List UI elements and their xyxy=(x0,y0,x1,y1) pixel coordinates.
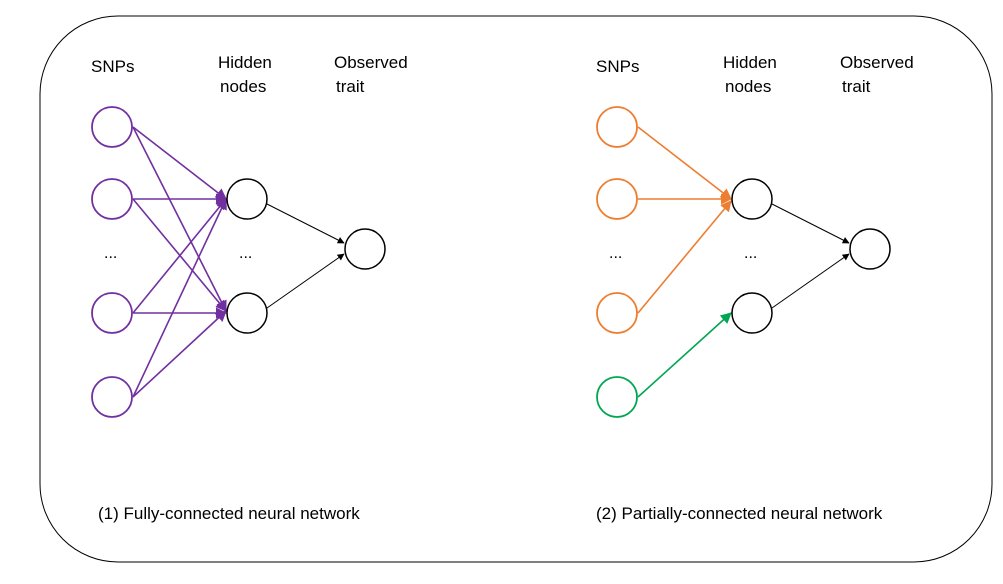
input-ellipsis: ... xyxy=(609,245,622,262)
hidden-label-line2: nodes xyxy=(220,77,266,96)
output-label-line1: Observed xyxy=(840,53,914,72)
output-label-line1: Observed xyxy=(334,53,408,72)
input-node xyxy=(91,292,133,334)
output-label-line2: trait xyxy=(842,77,871,96)
edge xyxy=(771,203,850,244)
snps-label: SNPs xyxy=(91,57,134,76)
edge xyxy=(132,126,227,200)
hidden-output-edges xyxy=(266,203,345,309)
panel-fully-connected: SNPs Hidden nodes Observed trait . xyxy=(91,53,408,523)
hidden-nodes xyxy=(731,178,773,334)
input-hidden-edges xyxy=(637,126,733,398)
input-nodes xyxy=(596,106,638,418)
edge xyxy=(132,126,227,312)
input-hidden-edges xyxy=(132,126,228,398)
edge xyxy=(132,198,227,314)
hidden-output-edges xyxy=(771,203,850,309)
panel-caption: (2) Partially-connected neural network xyxy=(596,504,883,523)
hidden-ellipsis: ... xyxy=(744,245,757,262)
hidden-ellipsis: ... xyxy=(239,245,252,262)
output-label-line2: trait xyxy=(336,77,365,96)
input-node xyxy=(596,178,638,220)
input-node xyxy=(91,376,133,418)
input-nodes xyxy=(91,106,133,418)
hidden-label-line1: Hidden xyxy=(723,53,777,72)
hidden-node xyxy=(226,178,268,220)
outer-frame xyxy=(39,15,993,563)
input-node xyxy=(91,106,133,148)
edge xyxy=(637,312,732,398)
input-node xyxy=(596,106,638,148)
hidden-label-line2: nodes xyxy=(725,77,771,96)
edge xyxy=(637,126,732,200)
input-ellipsis: ... xyxy=(104,245,117,262)
edge xyxy=(771,253,850,309)
edge xyxy=(637,200,732,314)
panel-partially-connected: SNPs Hidden nodes Observed trait ... xyxy=(596,53,914,523)
input-node xyxy=(91,178,133,220)
edge xyxy=(266,253,345,309)
edge xyxy=(132,197,227,398)
edge xyxy=(266,203,345,244)
input-node xyxy=(596,292,638,334)
edge xyxy=(132,310,227,398)
panel-caption: (1) Fully-connected neural network xyxy=(98,504,360,523)
output-node xyxy=(344,228,386,270)
hidden-nodes xyxy=(226,178,268,334)
hidden-label-line1: Hidden xyxy=(218,53,272,72)
output-node xyxy=(849,228,891,270)
hidden-node xyxy=(731,178,773,220)
input-node xyxy=(596,376,638,418)
hidden-node xyxy=(731,292,773,334)
hidden-node xyxy=(226,292,268,334)
snps-label: SNPs xyxy=(596,57,639,76)
